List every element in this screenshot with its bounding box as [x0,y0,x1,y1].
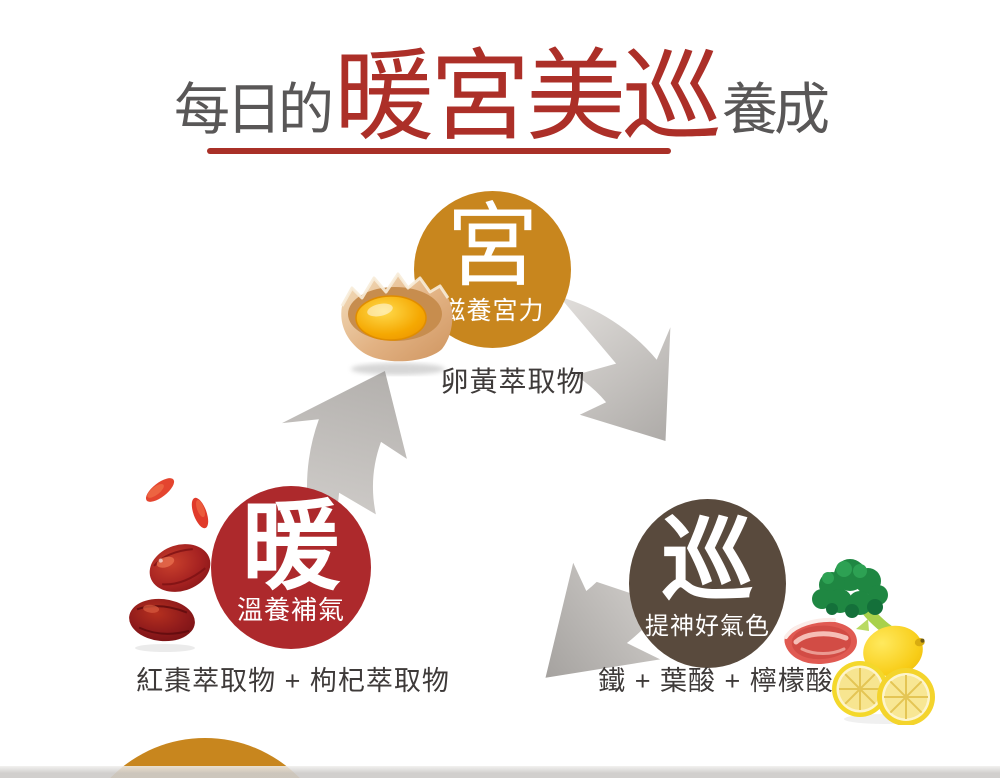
node-gong-character: 宮 [446,196,539,298]
egg-yolk [355,295,427,341]
cracked-egg-image [340,272,453,375]
cycle-node-nuan: 暖 溫養補氣 [211,486,371,649]
goji-berry [145,478,175,502]
node-xun-character: 巡 [661,510,754,612]
title-suffix: 養成 [722,80,830,142]
cycle-node-xun: 巡 提神好氣色 [629,499,786,668]
ingredient-label-gong: 卵黃萃取物 [440,366,586,397]
page-title: 每日的 暖宮美巡 養成 [0,30,1000,148]
red-date [129,598,195,642]
lemon-half [832,661,888,717]
cycle-node-gong: 宮 滋養宮力 [414,191,571,348]
ingredient-label-nuan: 紅棗萃取物 + 枸杞萃取物 [136,666,450,696]
lemon-half [877,668,935,725]
goji-berry [191,497,209,529]
bottom-section-divider [0,766,1000,778]
node-gong-label: 滋養宮力 [440,297,545,325]
dates-shadow [135,644,195,652]
red-dates-goji-image [129,478,211,652]
title-highlight: 暖宮美巡 [334,42,722,153]
broccoli-steak-lemon-image [781,559,935,725]
lemon-whole [863,625,925,677]
egg-shadow [351,363,445,375]
node-xun-label: 提神好氣色 [645,613,770,640]
ingredient-label-xun: 鐵 + 葉酸 + 檸檬酸 [598,666,834,696]
title-underline [207,148,671,154]
egg-crack-rim [340,272,450,307]
arrow-gong-to-xun [559,296,671,441]
node-nuan-character: 暖 [241,494,340,602]
red-date [149,544,211,592]
title-prefix: 每日的 [174,80,334,142]
node-nuan-label: 溫養補氣 [236,595,345,625]
arrow-xun-to-nuan [545,562,677,678]
egg-yolk-highlight [367,303,393,317]
steak [781,617,860,667]
